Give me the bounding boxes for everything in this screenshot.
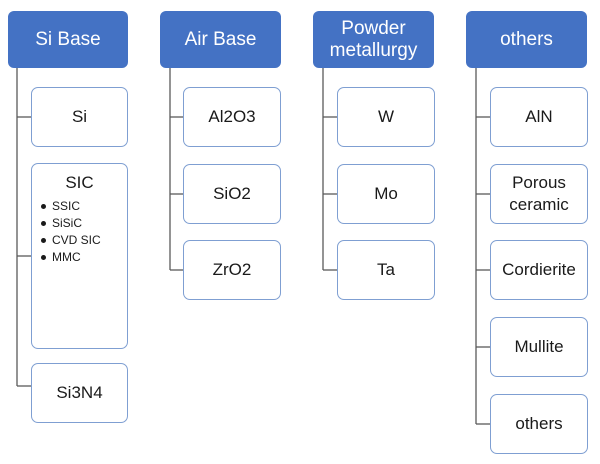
node-sic-label: SIC <box>65 173 94 192</box>
node-porous-ceramic-label: Porous ceramic <box>509 173 569 214</box>
header-si-base-label: Si Base <box>35 28 101 50</box>
sic-subitem-ssic: SSIC <box>40 198 101 215</box>
node-al2o3-label: Al2O3 <box>208 107 256 126</box>
header-air-base: Air Base <box>160 11 281 68</box>
node-mo-label: Mo <box>374 184 398 203</box>
header-powder-metallurgy-label: Powder metallurgy <box>329 17 418 61</box>
node-sic: SIC SSIC SiSiC CVD SIC MMC <box>31 163 128 349</box>
node-mullite-label: Mullite <box>514 337 564 356</box>
node-sio2-label: SiO2 <box>213 184 251 203</box>
node-mullite: Mullite <box>490 317 588 377</box>
header-others-label: others <box>500 28 553 50</box>
sic-subitem-cvd-sic: CVD SIC <box>40 232 101 249</box>
node-sio2: SiO2 <box>183 164 281 224</box>
node-aln-label: AlN <box>525 107 553 126</box>
node-si: Si <box>31 87 128 147</box>
node-cordierite: Cordierite <box>490 240 588 300</box>
sic-subitem-list: SSIC SiSiC CVD SIC MMC <box>40 198 101 266</box>
node-others-item: others <box>490 394 588 454</box>
node-aln: AlN <box>490 87 588 147</box>
header-air-base-label: Air Base <box>184 28 257 50</box>
node-w: W <box>337 87 435 147</box>
node-ta: Ta <box>337 240 435 300</box>
header-powder-metallurgy: Powder metallurgy <box>313 11 434 68</box>
node-zro2: ZrO2 <box>183 240 281 300</box>
node-al2o3: Al2O3 <box>183 87 281 147</box>
node-w-label: W <box>377 107 395 126</box>
header-others: others <box>466 11 587 68</box>
node-porous-ceramic: Porous ceramic <box>490 164 588 224</box>
sic-subitem-sisic: SiSiC <box>40 215 101 232</box>
node-zro2-label: ZrO2 <box>212 260 252 279</box>
header-si-base: Si Base <box>8 11 128 68</box>
node-si3n4-label: Si3N4 <box>56 383 103 402</box>
node-mo: Mo <box>337 164 435 224</box>
node-others-item-label: others <box>515 414 563 433</box>
node-ta-label: Ta <box>377 260 395 279</box>
sic-subitem-mmc: MMC <box>40 249 101 266</box>
node-cordierite-label: Cordierite <box>502 260 576 279</box>
node-si3n4: Si3N4 <box>31 363 128 423</box>
node-si-label: Si <box>71 107 88 126</box>
